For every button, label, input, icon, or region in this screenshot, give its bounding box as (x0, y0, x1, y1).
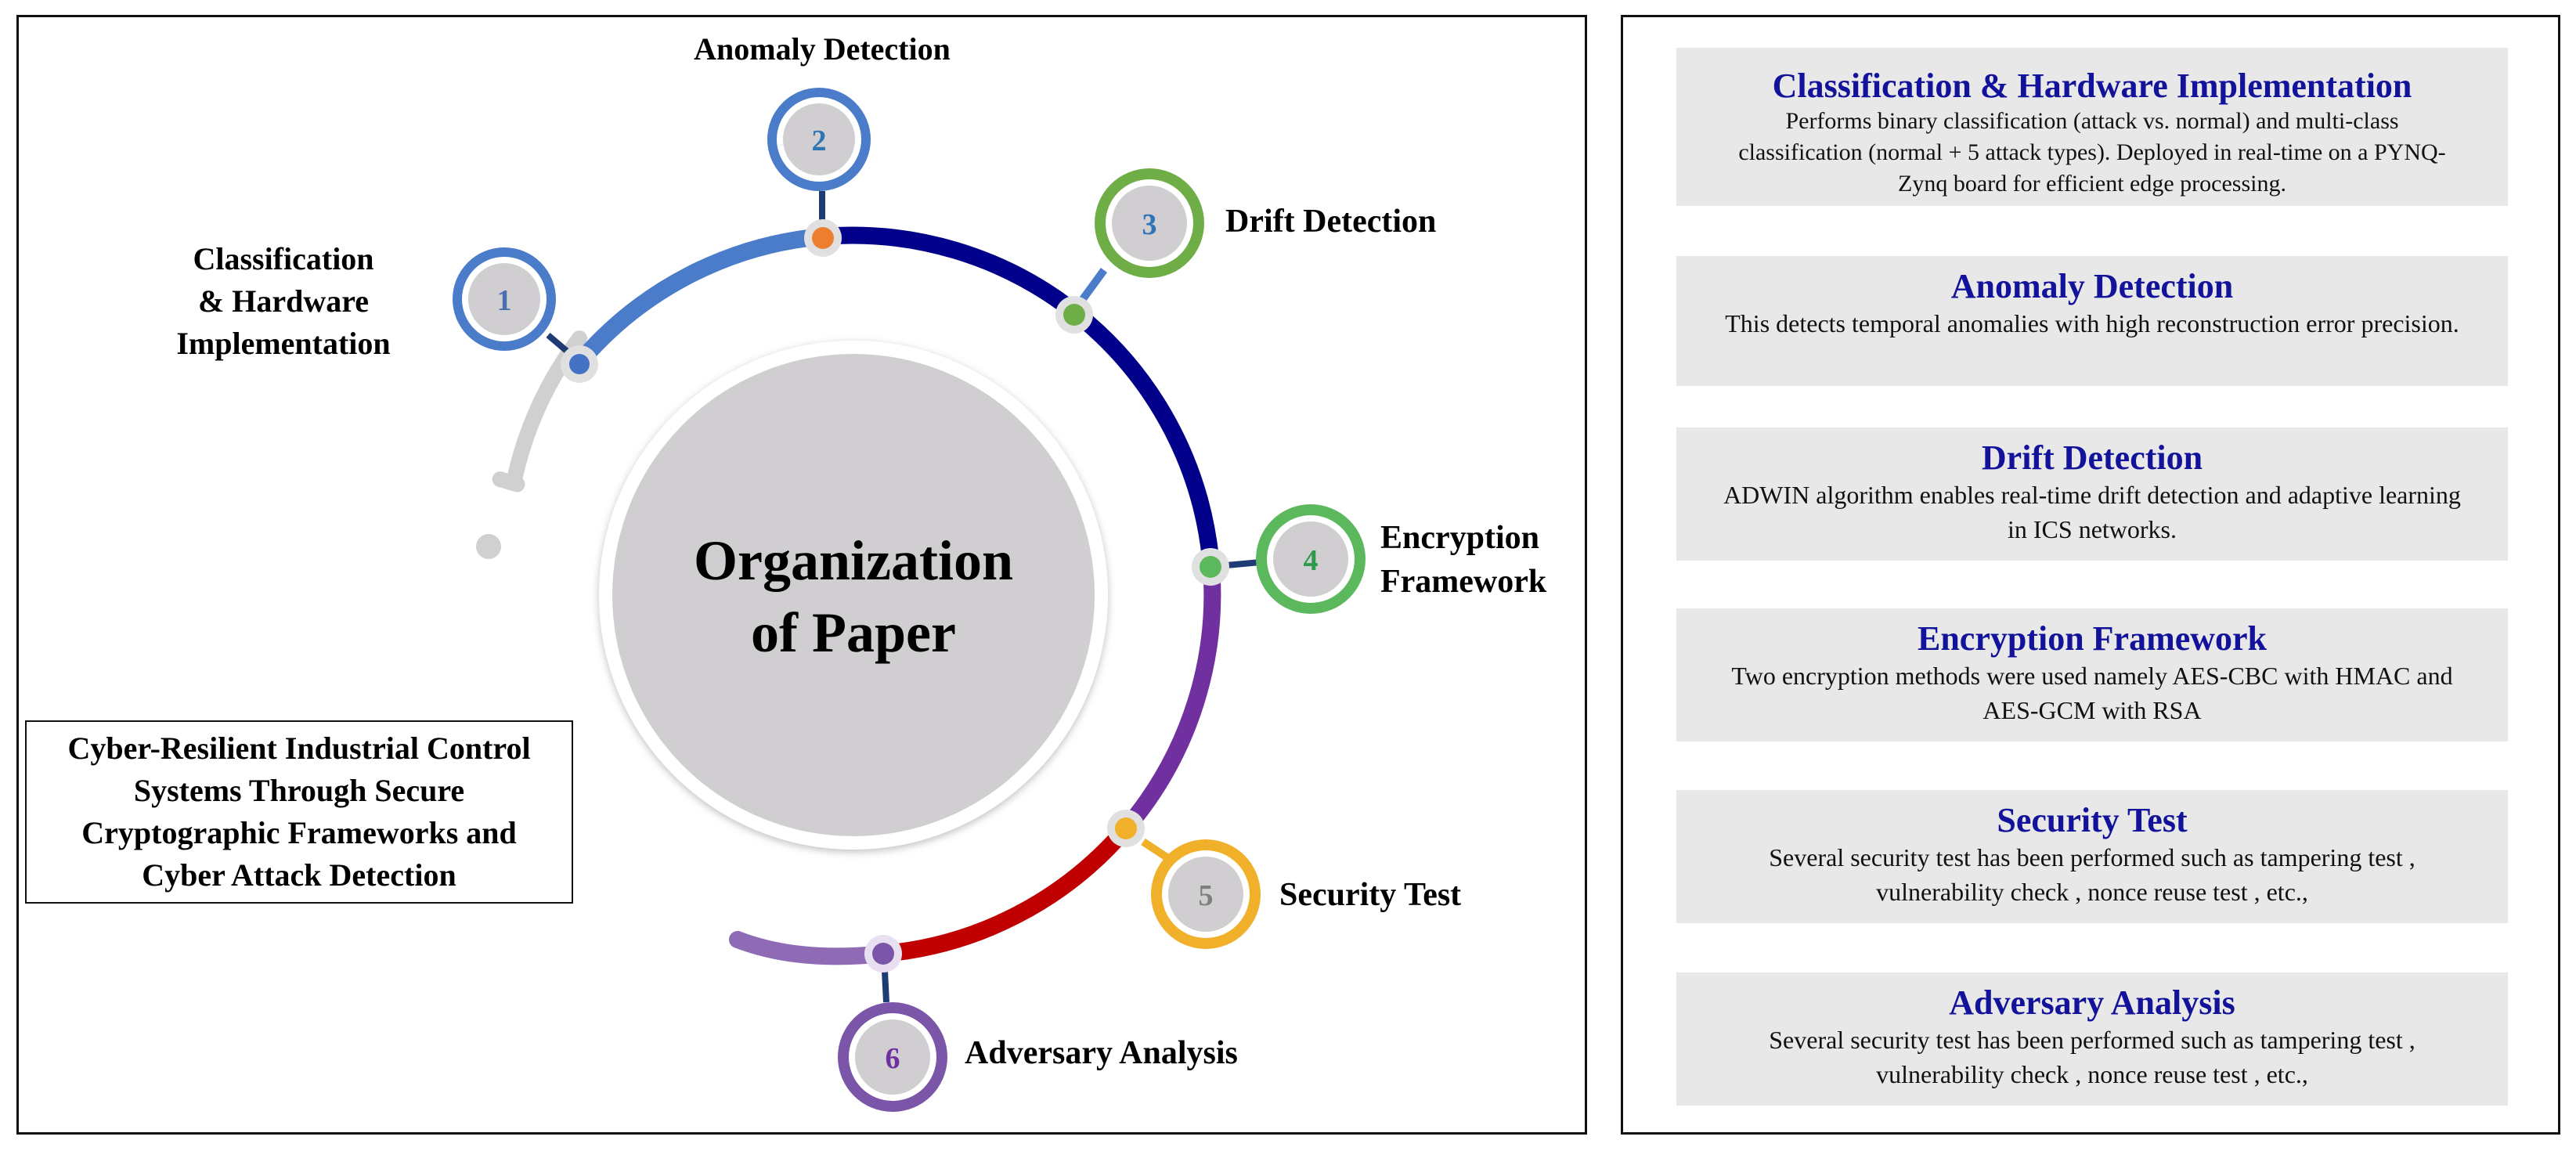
card-drift-detection: Drift Detection ADWIN algorithm enables … (1676, 428, 2508, 561)
card-description: Two encryption methods were used namely … (1731, 662, 2453, 724)
step-6-label: Adversary Analysis (965, 1035, 1238, 1071)
card-adversary-analysis: Adversary Analysis Several security test… (1676, 972, 2508, 1106)
arc-purple-segment (1119, 557, 1221, 835)
step-4-label-line1: Encryption (1380, 520, 1539, 556)
card-encryption-framework: Encryption Framework Two encryption meth… (1676, 608, 2508, 741)
step-6-number: 6 (886, 1042, 900, 1075)
card-description: Several security test has been performed… (1769, 1026, 2415, 1088)
arc-blue-segment (572, 228, 824, 369)
step-1-label-line2: & Hardware (198, 283, 369, 319)
card-description: This detects temporal anomalies with hig… (1725, 309, 2459, 337)
card-title: Encryption Framework (1917, 619, 2268, 658)
step-6-connector (882, 970, 889, 1003)
step-2-number: 2 (812, 124, 827, 157)
card-description: ADWIN algorithm enables real-time drift … (1723, 481, 2461, 543)
center-title-line2: of Paper (751, 601, 956, 664)
card-security-test: Security Test Several security test has … (1676, 790, 2508, 923)
card-description: Performs binary classification (attack v… (1738, 108, 2446, 197)
descriptions-panel: Classification & Hardware Implementation… (1621, 15, 2560, 1135)
step-2-label: Anomaly Detection (694, 31, 951, 67)
step-3-label: Drift Detection (1225, 204, 1436, 240)
step-5-number: 5 (1199, 879, 1214, 912)
card-title: Classification & Hardware Implementation (1772, 67, 2412, 105)
step-5-label: Security Test (1279, 877, 1461, 913)
step-1-label-line3: Implementation (176, 326, 390, 361)
paper-title: Cyber-Resilient Industrial Control Syste… (67, 731, 531, 893)
arc-red-segment (882, 822, 1133, 962)
card-classification: Classification & Hardware Implementation… (1676, 48, 2508, 206)
card-title: Adversary Analysis (1949, 983, 2235, 1022)
card-description: Several security test has been performed… (1769, 843, 2415, 906)
step-4-connector (1225, 559, 1261, 568)
card-title: Drift Detection (1981, 438, 2203, 477)
step-1-label-line1: Classification (193, 241, 373, 276)
paper-title-box: Cyber-Resilient Industrial Control Syste… (25, 720, 573, 904)
step-4-number: 4 (1304, 544, 1319, 577)
step-4-label-line2: Framework (1380, 564, 1547, 600)
center-circle (612, 354, 1095, 836)
step-1-number: 1 (497, 284, 512, 317)
card-anomaly-detection: Anomaly Detection This detects temporal … (1676, 256, 2508, 386)
center-title-line1: Organization (694, 529, 1013, 592)
card-title: Security Test (1997, 801, 2188, 839)
arc-end-dot (476, 534, 501, 559)
arc-lavender-segment (729, 931, 892, 965)
card-title: Anomaly Detection (1950, 267, 2234, 305)
step-3-number: 3 (1142, 208, 1157, 241)
step-3-connector (1079, 268, 1108, 301)
